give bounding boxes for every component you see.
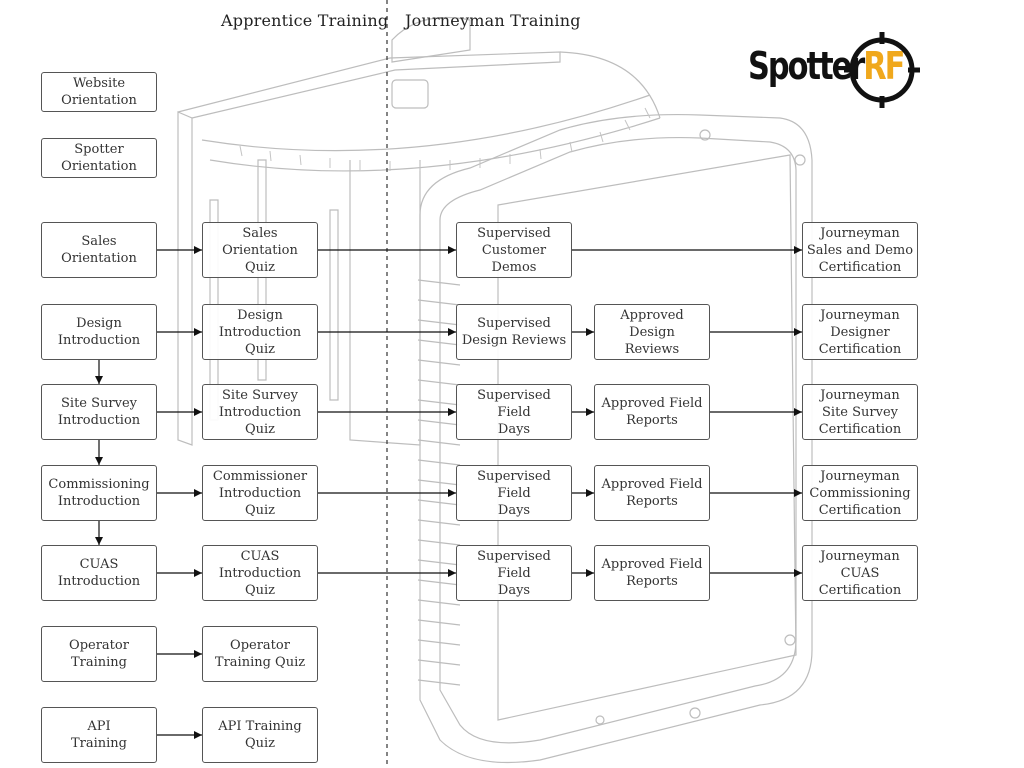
spotterrf-logo: SpotterRF bbox=[746, 30, 922, 112]
sales-orientation-box: Sales Orientation bbox=[41, 222, 157, 278]
approved-field-reports-box: Approved Field Reports bbox=[594, 545, 710, 601]
commissioning-introduction-box: Commissioning Introduction bbox=[41, 465, 157, 521]
journeyman-sales-demo-certification-box: Journeyman Sales and Demo Certification bbox=[802, 222, 918, 278]
operator-training-quiz-box: Operator Training Quiz bbox=[202, 626, 318, 682]
api-training-box: API Training bbox=[41, 707, 157, 763]
supervised-design-reviews-box: Supervised Design Reviews bbox=[456, 304, 572, 360]
apprentice-training-header: Apprentice Training bbox=[221, 11, 389, 30]
website-orientation-box: Website Orientation bbox=[41, 72, 157, 112]
approved-field-reports-box: Approved Field Reports bbox=[594, 384, 710, 440]
supervised-customer-demos-box: Supervised Customer Demos bbox=[456, 222, 572, 278]
operator-training-box: Operator Training bbox=[41, 626, 157, 682]
api-training-quiz-box: API Training Quiz bbox=[202, 707, 318, 763]
design-introduction-box: Design Introduction bbox=[41, 304, 157, 360]
journeyman-commissioning-certification-box: Journeyman Commissioning Certification bbox=[802, 465, 918, 521]
journeyman-site-survey-certification-box: Journeyman Site Survey Certification bbox=[802, 384, 918, 440]
supervised-field-days-box: Supervised Field Days bbox=[456, 465, 572, 521]
journeyman-cuas-certification-box: Journeyman CUAS Certification bbox=[802, 545, 918, 601]
sales-orientation-quiz-box: Sales Orientation Quiz bbox=[202, 222, 318, 278]
design-introduction-quiz-box: Design Introduction Quiz bbox=[202, 304, 318, 360]
cuas-introduction-box: CUAS Introduction bbox=[41, 545, 157, 601]
journeyman-designer-certification-box: Journeyman Designer Certification bbox=[802, 304, 918, 360]
crosshair-icon bbox=[844, 32, 920, 108]
site-survey-introduction-box: Site Survey Introduction bbox=[41, 384, 157, 440]
commissioner-introduction-quiz-box: Commissioner Introduction Quiz bbox=[202, 465, 318, 521]
supervised-field-days-box: Supervised Field Days bbox=[456, 384, 572, 440]
logo-wordmark: SpotterRF bbox=[748, 44, 905, 88]
cuas-introduction-quiz-box: CUAS Introduction Quiz bbox=[202, 545, 318, 601]
supervised-field-days-box: Supervised Field Days bbox=[456, 545, 572, 601]
approved-design-reviews-box: Approved Design Reviews bbox=[594, 304, 710, 360]
journeyman-training-header: Journeyman Training bbox=[405, 11, 581, 30]
approved-field-reports-box: Approved Field Reports bbox=[594, 465, 710, 521]
spotter-orientation-box: Spotter Orientation bbox=[41, 138, 157, 178]
site-survey-introduction-quiz-box: Site Survey Introduction Quiz bbox=[202, 384, 318, 440]
